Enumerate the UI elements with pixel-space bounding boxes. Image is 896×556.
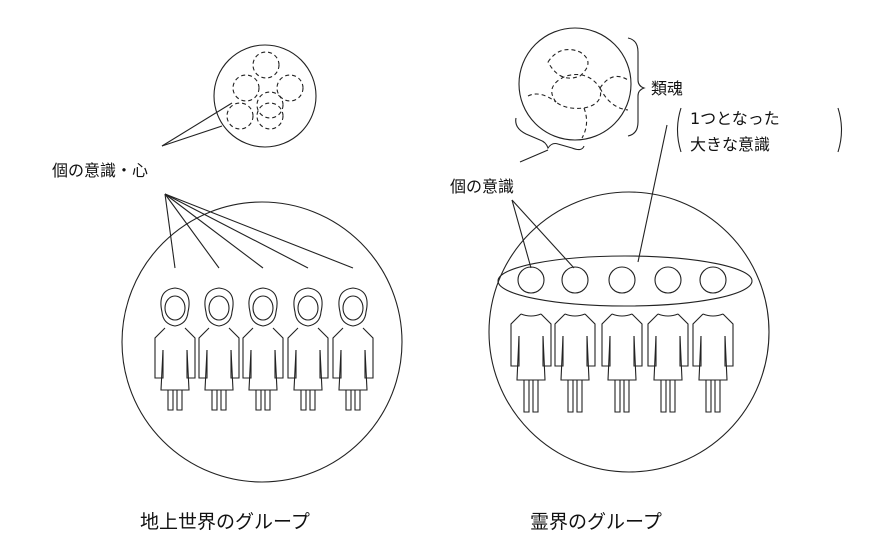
callout-lines-souls (511, 199, 575, 269)
brace-individual (515, 117, 585, 151)
earth-group-circle (121, 201, 403, 483)
paren-line-1: 1つとなった (690, 109, 780, 128)
person-figure (154, 287, 196, 411)
group-soul-cluster (518, 27, 632, 141)
soul-circle (517, 266, 545, 294)
soul-circle (654, 266, 682, 294)
individual-consciousness-cluster (213, 44, 317, 148)
callout-lines-people (164, 193, 354, 269)
group-soul-ellipse (497, 255, 753, 307)
callout-line-individual (519, 149, 549, 163)
person-figure (287, 287, 329, 411)
label-individual-mind: 個の意識・心 (52, 161, 148, 180)
spirit-group-panel: 類魂 1つとなった 大きな意識 個の意識 (450, 27, 843, 533)
earth-people (154, 287, 374, 411)
callout-line-group-soul (637, 124, 668, 263)
soul-circles (517, 266, 727, 294)
label-one-big-consciousness: 1つとなった 大きな意識 (676, 107, 843, 154)
callout-lines-upper (161, 102, 233, 147)
earth-group-panel: 個の意識・心 地上世界のグループ (52, 44, 403, 533)
brace-group-soul (627, 37, 646, 137)
soul-circle (699, 266, 727, 294)
person-figure (242, 287, 284, 411)
soul-circle (561, 266, 589, 294)
paren-line-2: 大きな意識 (690, 135, 770, 154)
caption-spirit-group: 霊界のグループ (530, 511, 662, 533)
person-figure (198, 287, 240, 411)
person-figure (332, 287, 374, 411)
spirit-bodies (510, 313, 734, 413)
label-group-soul: 類魂 (651, 79, 683, 98)
caption-earth-group: 地上世界のグループ (140, 511, 310, 533)
spirit-group-circle (488, 191, 770, 473)
soul-circle (608, 266, 636, 294)
label-individual-consciousness: 個の意識 (450, 177, 514, 196)
